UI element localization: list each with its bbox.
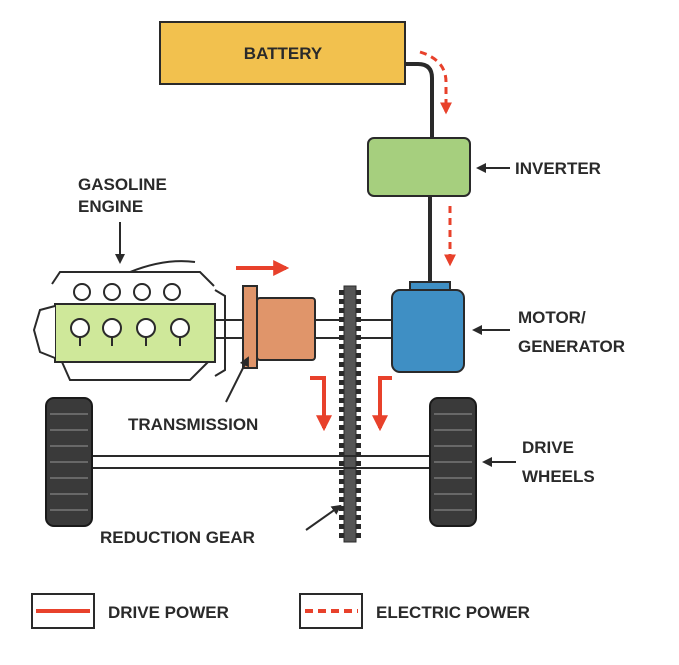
transmission-label: TRANSMISSION [128, 415, 258, 434]
battery: BATTERY [159, 21, 406, 85]
motor-label-line2: GENERATOR [518, 337, 625, 356]
engine-top-outline [51, 271, 215, 287]
legend: DRIVE POWER ELECTRIC POWER [31, 593, 530, 629]
transmission-pointer [225, 356, 249, 403]
drive-axle [92, 455, 432, 469]
battery-label: BATTERY [244, 44, 323, 63]
engine-label-line2: ENGINE [78, 197, 143, 216]
right-wheel [429, 397, 477, 527]
transmission-flange [242, 285, 258, 369]
inverter-label: INVERTER [515, 159, 601, 178]
motor-body [391, 289, 465, 373]
inverter-box [367, 137, 471, 197]
transmission-body [256, 297, 316, 361]
engine-hose [129, 260, 196, 273]
left-wheel [45, 397, 93, 527]
legend-electric-power-label: ELECTRIC POWER [376, 603, 530, 622]
engine-front-pulley [32, 305, 56, 359]
reduction-gear-label: REDUCTION GEAR [100, 528, 255, 547]
wheels-label-line1: DRIVE [522, 438, 574, 457]
motor-label-line1: MOTOR/ [518, 308, 586, 327]
reduction-gear-pointer [305, 504, 342, 531]
electric-power-arrow-battery [419, 50, 452, 115]
transmission: TRANSMISSION [128, 285, 316, 434]
reduction-gear-body [343, 285, 357, 543]
wheels-label-line2: WHEELS [522, 467, 595, 486]
drive-power-arrow-transmission [310, 376, 332, 432]
engine-label-line1: GASOLINE [78, 175, 167, 194]
gasoline-engine: GASOLINE ENGINE [32, 175, 226, 381]
motor-generator: MOTOR/ GENERATOR [391, 281, 625, 373]
reduction-gear: REDUCTION GEAR [100, 285, 361, 547]
engine-bottom-outline [61, 361, 209, 381]
engine-spark-plugs [73, 283, 181, 301]
battery-box [159, 21, 406, 85]
drive-power-arrow-motor [372, 376, 392, 432]
legend-drive-power-label: DRIVE POWER [108, 603, 229, 622]
engine-rear-plate [214, 289, 226, 377]
inverter: INVERTER [367, 137, 601, 197]
battery-inverter-cable [405, 62, 434, 138]
engine-cylinders [70, 318, 190, 338]
